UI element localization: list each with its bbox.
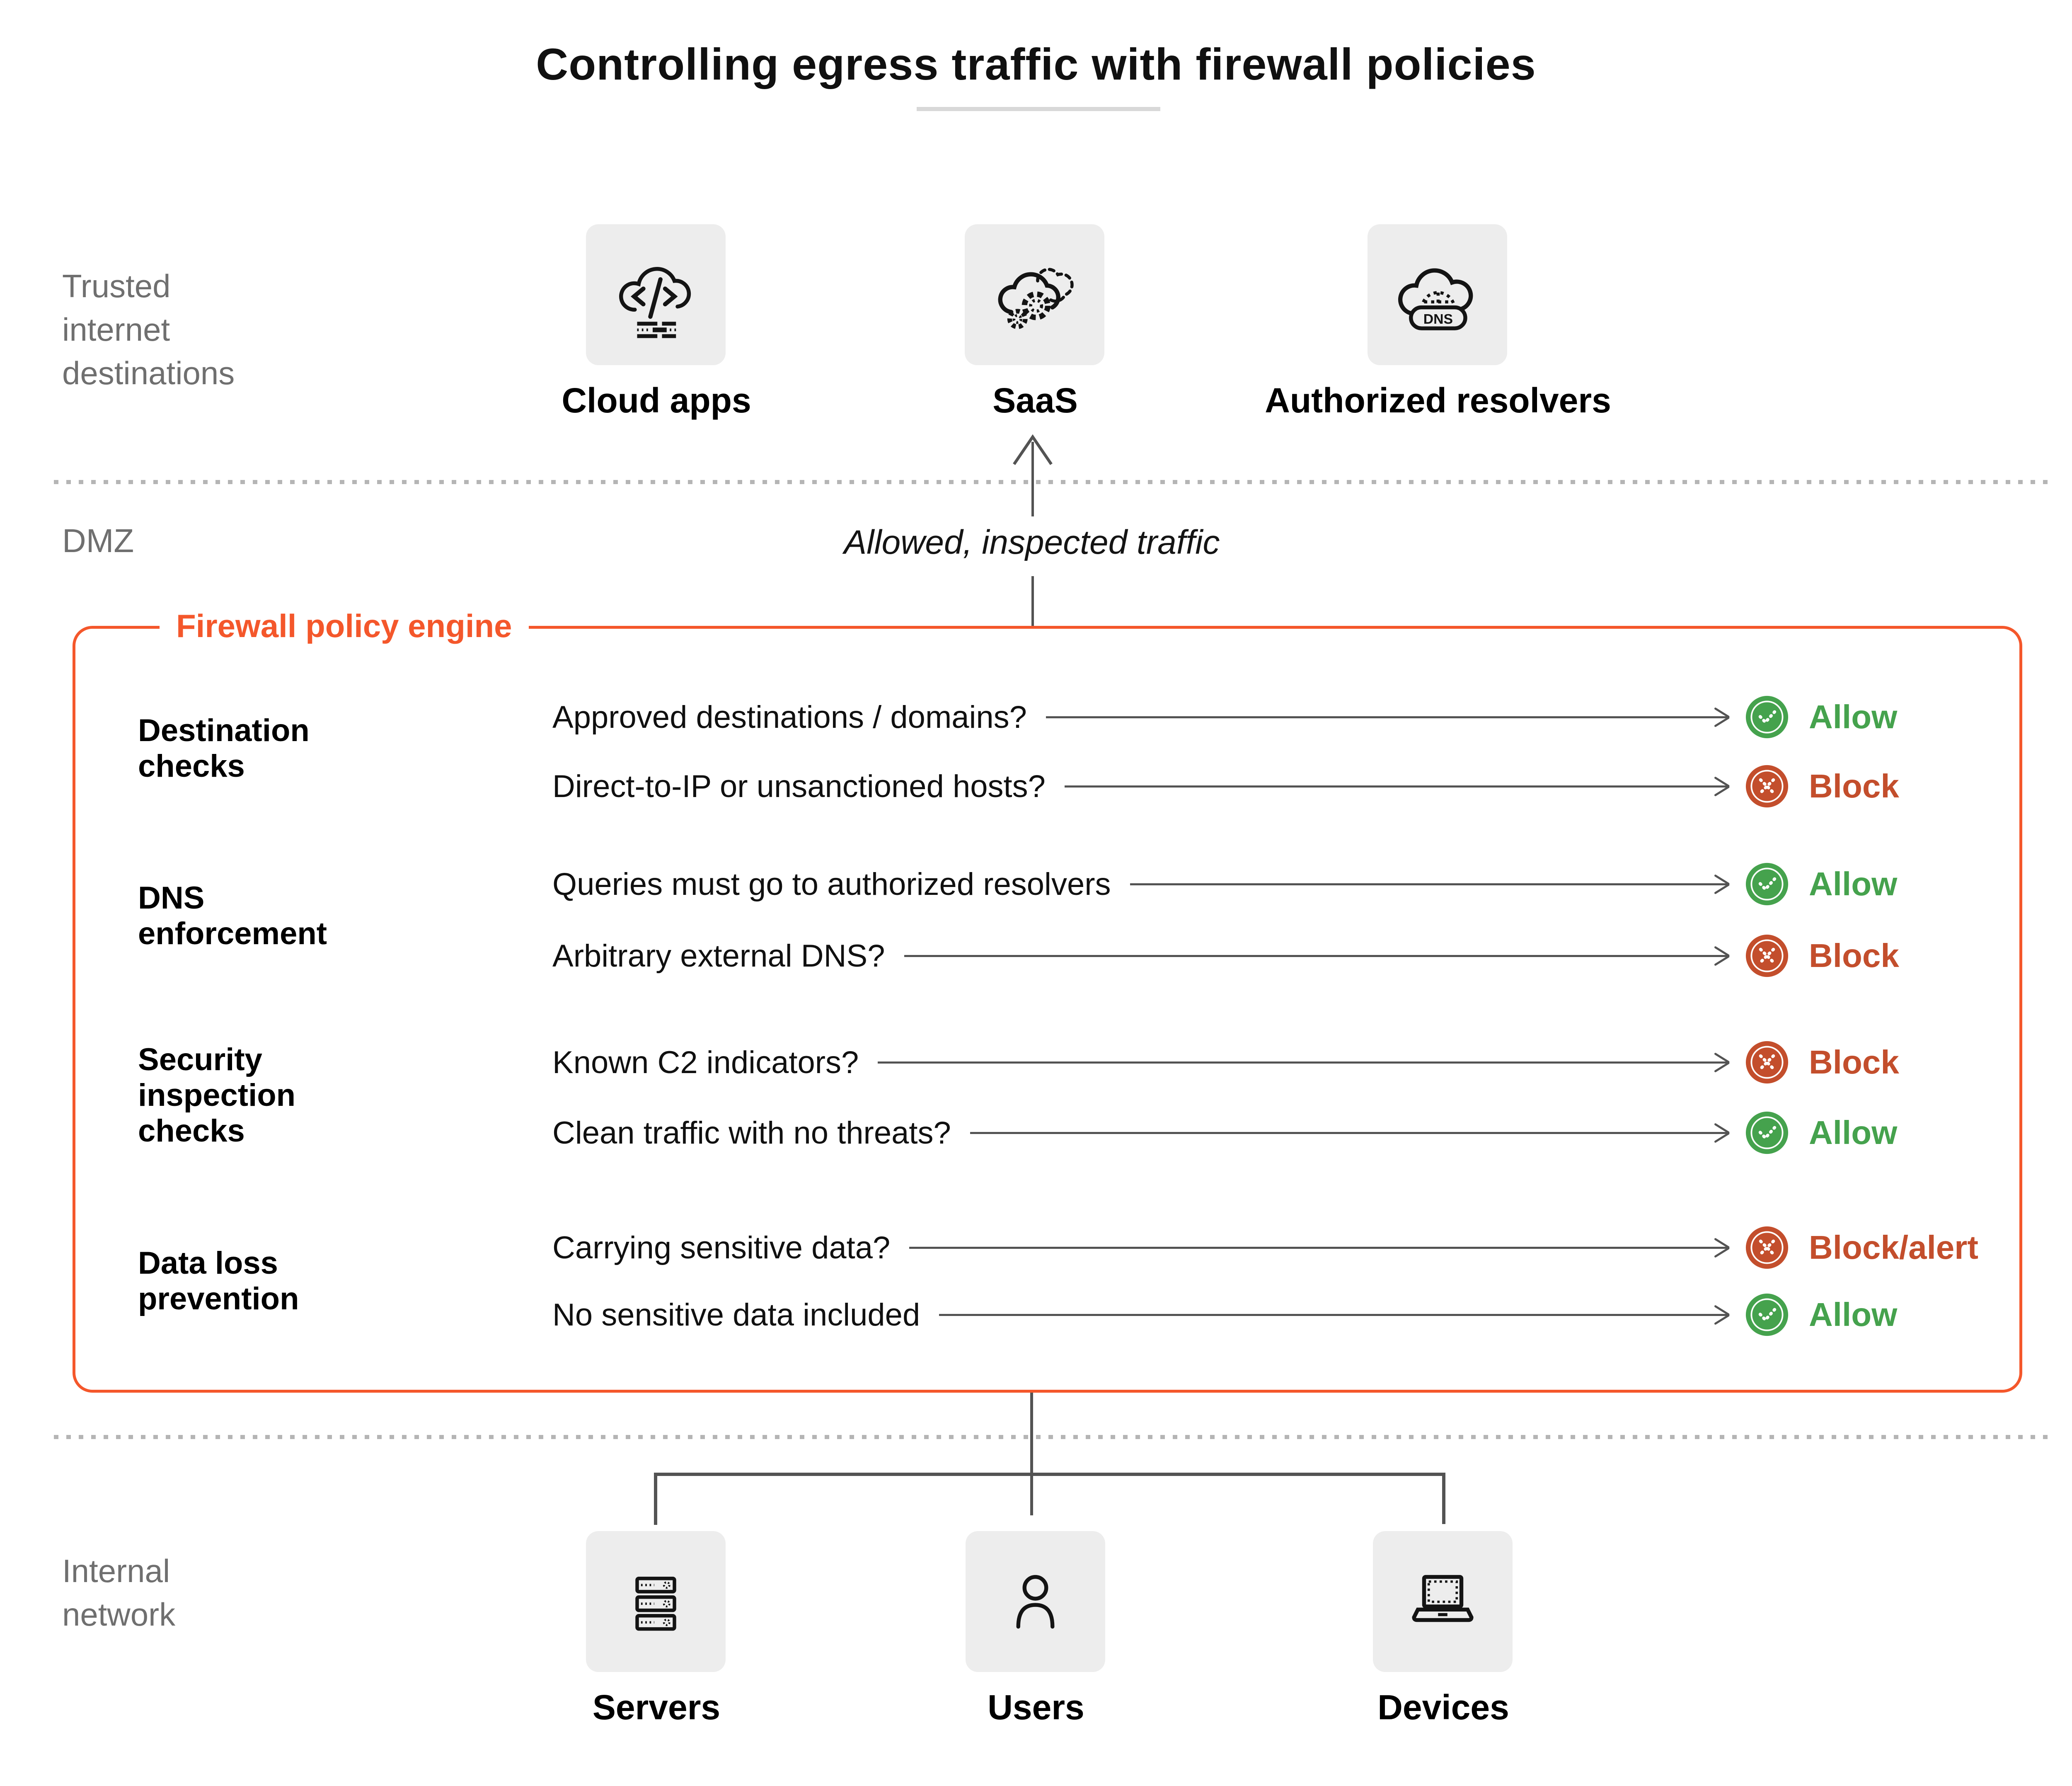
right-arrow-line bbox=[1064, 785, 1729, 788]
right-arrow-line bbox=[1046, 716, 1729, 718]
cloud-dns-icon: DNS bbox=[1398, 268, 1473, 330]
result-label: Block/alert bbox=[1809, 1229, 1979, 1266]
right-arrow-line bbox=[1130, 883, 1729, 885]
result-label: Allow bbox=[1809, 865, 1898, 902]
node-label-authorized-resolvers: Authorized resolvers bbox=[1265, 381, 1611, 420]
devices-card bbox=[1373, 1531, 1513, 1672]
group-label-dns-enforcement: DNS enforcement bbox=[138, 880, 327, 951]
zone-label-line: destinations bbox=[62, 355, 235, 391]
zone-label-dmz: DMZ bbox=[62, 522, 134, 559]
result-label: Allow bbox=[1809, 698, 1898, 735]
servers-card bbox=[586, 1531, 726, 1672]
policy-row: Approved destinations / domains? Allow bbox=[552, 683, 2022, 751]
zone-label-internal-network: Internal network bbox=[62, 1549, 175, 1636]
result-label: Block bbox=[1809, 768, 1899, 805]
policy-question: No sensitive data included bbox=[552, 1297, 920, 1333]
x-circle-icon bbox=[1745, 1041, 1789, 1084]
connector-engine-to-users bbox=[1030, 1393, 1033, 1515]
result-label: Allow bbox=[1809, 1296, 1898, 1333]
server-rack-icon bbox=[635, 1576, 676, 1631]
node-servers: Servers bbox=[586, 1531, 727, 1755]
policy-question: Carrying sensitive data? bbox=[552, 1230, 891, 1265]
check-circle-icon bbox=[1745, 863, 1789, 906]
right-arrow-line bbox=[909, 1246, 1729, 1249]
policy-question: Approved destinations / domains? bbox=[552, 699, 1027, 735]
dns-badge-text: DNS bbox=[1423, 311, 1453, 327]
title-underline bbox=[917, 107, 1160, 111]
up-arrowhead-icon bbox=[1013, 434, 1053, 465]
node-label-users: Users bbox=[988, 1688, 1084, 1727]
policy-row: No sensitive data included Allow bbox=[552, 1281, 2022, 1349]
zone-label-trusted-internet-destinations: Trusted internet destinations bbox=[62, 264, 235, 395]
group-label-security-inspection-checks: Security inspection checks bbox=[138, 1042, 296, 1149]
zone-label-line: Trusted bbox=[62, 268, 171, 304]
right-arrow-line bbox=[939, 1313, 1729, 1316]
x-circle-icon bbox=[1745, 934, 1789, 977]
zone-label-line: internet bbox=[62, 311, 170, 348]
node-label-saas: SaaS bbox=[992, 381, 1078, 420]
zone-label-line: network bbox=[62, 1596, 176, 1633]
policy-row: Clean traffic with no threats? Allow bbox=[552, 1099, 2022, 1167]
node-label-devices: Devices bbox=[1377, 1688, 1509, 1727]
node-saas: SaaS bbox=[965, 224, 1106, 448]
cloud-code-icon bbox=[619, 267, 691, 338]
policy-row: Known C2 indicators? Block bbox=[552, 1028, 2022, 1096]
policy-row: Queries must go to authorized resolvers … bbox=[552, 850, 2022, 918]
person-icon bbox=[1016, 1575, 1055, 1628]
firewall-policy-engine-box bbox=[73, 626, 2022, 1393]
policy-question: Known C2 indicators? bbox=[552, 1044, 859, 1080]
connector-horizontal bbox=[654, 1473, 1445, 1476]
zone-separator-top bbox=[54, 480, 2051, 484]
policy-question: Queries must go to authorized resolvers bbox=[552, 866, 1111, 902]
users-card bbox=[966, 1531, 1105, 1672]
flow-arrow-shaft-lower bbox=[1031, 576, 1034, 626]
flow-arrow-shaft-upper bbox=[1031, 442, 1034, 516]
check-circle-icon bbox=[1745, 1111, 1789, 1154]
policy-row: Carrying sensitive data? Block/alert bbox=[552, 1214, 2022, 1282]
laptop-icon bbox=[1412, 1575, 1474, 1622]
x-circle-icon bbox=[1745, 765, 1789, 808]
page-title: Controlling egress traffic with firewall… bbox=[536, 39, 1536, 89]
policy-question: Direct-to-IP or unsanctioned hosts? bbox=[552, 768, 1046, 804]
node-users: Users bbox=[966, 1531, 1106, 1755]
right-arrow-line bbox=[970, 1132, 1729, 1134]
x-circle-icon bbox=[1745, 1226, 1789, 1269]
policy-row: Direct-to-IP or unsanctioned hosts? Bloc… bbox=[552, 752, 2022, 820]
node-authorized-resolvers: DNS Authorized resolvers bbox=[1265, 224, 1611, 448]
policy-question: Clean traffic with no threats? bbox=[552, 1115, 951, 1151]
cloud-apps-card bbox=[586, 224, 726, 365]
connector-to-servers bbox=[654, 1473, 657, 1525]
authorized-resolvers-card: DNS bbox=[1368, 224, 1507, 365]
right-arrow-line bbox=[904, 955, 1729, 957]
result-label: Allow bbox=[1809, 1114, 1898, 1151]
node-label-servers: Servers bbox=[592, 1688, 721, 1727]
node-label-cloud-apps: Cloud apps bbox=[562, 381, 751, 420]
group-label-destination-checks: Destination checks bbox=[138, 713, 310, 784]
check-circle-icon bbox=[1745, 695, 1789, 739]
zone-separator-bottom bbox=[54, 1435, 2051, 1439]
saas-card bbox=[965, 224, 1104, 365]
node-devices: Devices bbox=[1373, 1531, 1514, 1755]
check-circle-icon bbox=[1745, 1293, 1789, 1336]
zone-label-line: Internal bbox=[62, 1553, 170, 1589]
cloud-gears-icon bbox=[998, 267, 1074, 329]
node-cloud-apps: Cloud apps bbox=[562, 224, 751, 448]
result-label: Block bbox=[1809, 1044, 1899, 1081]
firewall-policy-engine-label: Firewall policy engine bbox=[160, 606, 529, 646]
policy-row: Arbitrary external DNS? Block bbox=[552, 922, 2022, 990]
right-arrow-line bbox=[878, 1061, 1729, 1064]
flow-label-allowed-inspected-traffic: Allowed, inspected traffic bbox=[844, 523, 1220, 561]
group-label-data-loss-prevention: Data loss prevention bbox=[138, 1246, 299, 1316]
result-label: Block bbox=[1809, 937, 1899, 974]
policy-question: Arbitrary external DNS? bbox=[552, 938, 885, 974]
connector-to-devices bbox=[1442, 1473, 1445, 1524]
